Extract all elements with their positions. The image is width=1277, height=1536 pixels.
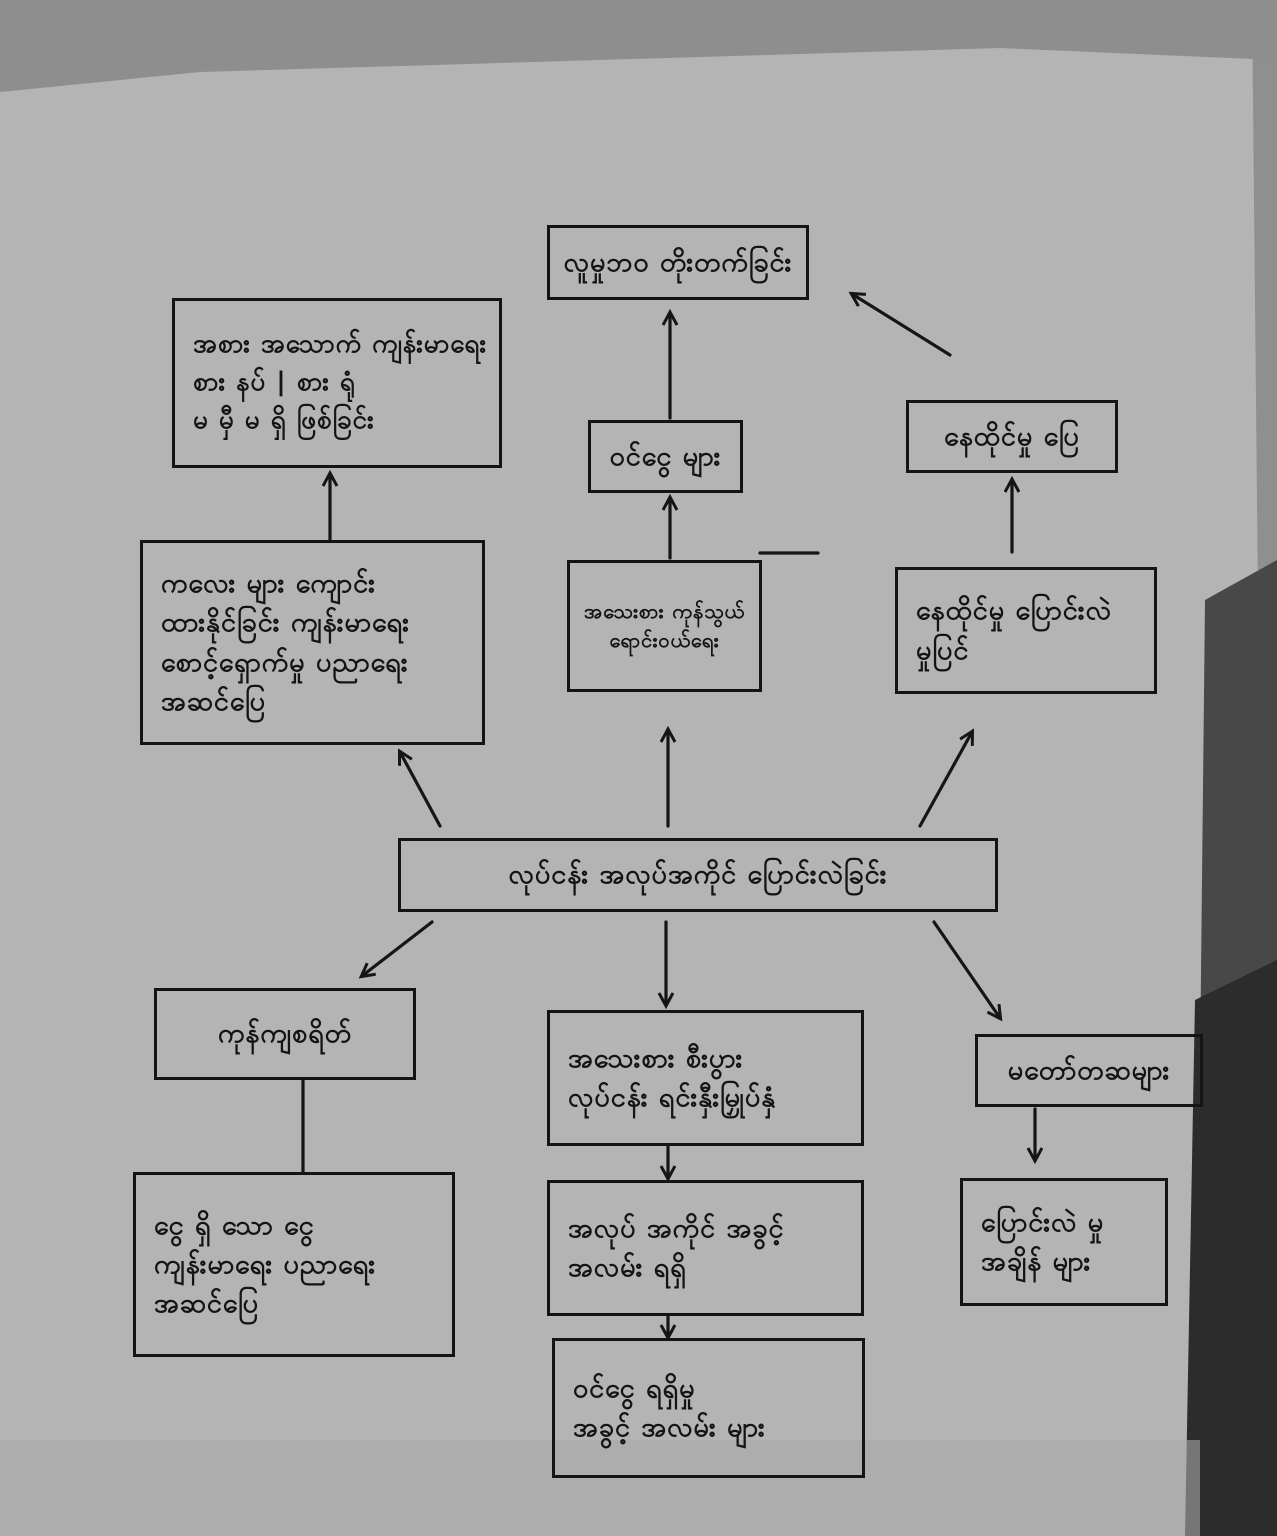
bottom-left-low-node: ငွေ ရှိ သော ငွေ ကျန်းမာရေး ပညာရေး အဆင်ပြ… (133, 1172, 455, 1357)
bottom-right-low-node: ပြောင်းလဲ မှု အချိန် များ (960, 1178, 1168, 1306)
top-center-mid-node-line-1: ဝင်ငွေ များ (609, 440, 722, 472)
bottom-center-low-node-line-2: အခွင့် အလမ်း များ (573, 1412, 766, 1443)
bottom-center-node-line-1: အသေးစား စီးပွား (568, 1042, 744, 1074)
bottom-center-node-line-2: လုပ်ငန်း ရင်းနှီးမြှုပ်နှံ (568, 1082, 777, 1113)
bottom-center-mid-node-line-1: အလုပ် အကိုင် အခွင့် (568, 1212, 785, 1244)
top-right-low-node: နေထိုင်မှု ပြောင်းလဲ မှုပြင် (895, 567, 1157, 694)
bottom-center-mid-node-line-2: အလမ်း ရရှိ (568, 1252, 687, 1283)
bottom-right-low-node-line-1: ပြောင်းလဲ မှု (981, 1206, 1105, 1238)
top-center-low-node-line-1: အသေးစား ကုန်သွယ် (583, 599, 746, 623)
top-center-mid-node: ဝင်ငွေ များ (588, 420, 743, 493)
top-left-node: ကလေး များ ကျောင်း ထားနိုင်ခြင်း ကျန်းမာရ… (140, 540, 485, 745)
top-left-node-line-1: ကလေး များ ကျောင်း (161, 568, 376, 600)
center-node-line-1: လုပ်ငန်း အလုပ်အကိုင် ပြောင်းလဲခြင်း (508, 859, 888, 891)
top-left-node-line-2: ထားနိုင်ခြင်း ကျန်းမာရေး (161, 607, 411, 639)
bottom-left-low-node-line-3: အဆင်ပြေ (154, 1288, 259, 1320)
top-left-upper-node-line-3: မ မှီ မ ရှိ ဖြစ်ခြင်း (193, 404, 375, 435)
bottom-right-node: မတော်တဆများ (975, 1034, 1203, 1107)
bottom-center-low-node: ဝင်ငွေ ရရှိမှု အခွင့် အလမ်း များ (552, 1338, 865, 1478)
bottom-left-low-node-line-1: ငွေ ရှိ သော ငွေ (154, 1209, 315, 1241)
top-center-node-line-1: လူမှုဘဝ တိုးတက်ခြင်း (563, 246, 793, 278)
bottom-left-node-line-1: ကုန်ကျစရိတ် (217, 1018, 353, 1050)
top-center-low-node-line-2: ရောင်းဝယ်ရေး (609, 628, 720, 652)
bottom-center-low-node-line-1: ဝင်ငွေ ရရှိမှု (573, 1372, 696, 1404)
bottom-right-low-node-line-2: အချိန် များ (981, 1246, 1092, 1277)
bottom-right-node-line-1: မတော်တဆများ (1007, 1054, 1171, 1086)
top-left-node-line-4: အဆင်ပြေ (161, 685, 266, 717)
top-left-upper-node: အစား အသောက် ကျန်းမာရေး စား နပ် | စား ရုံ… (172, 298, 502, 468)
top-center-low-node: အသေးစား ကုန်သွယ် ရောင်းဝယ်ရေး (567, 560, 762, 692)
top-left-node-line-3: စောင့်ရှောက်မှု ပညာရေး (161, 646, 409, 678)
top-center-node: လူမှုဘဝ တိုးတက်ခြင်း (547, 225, 809, 300)
top-left-upper-node-line-1: အစား အသောက် ကျန်းမာရေး (193, 329, 487, 360)
bottom-center-mid-node: အလုပ် အကိုင် အခွင့် အလမ်း ရရှိ (547, 1180, 864, 1316)
top-right-mid-node-line-1: နေထိုင်မှု ပြေ (944, 420, 1080, 452)
bottom-left-node: ကုန်ကျစရိတ် (154, 988, 416, 1080)
bottom-center-node: အသေးစား စီးပွား လုပ်ငန်း ရင်းနှီးမြှုပ်န… (547, 1010, 864, 1146)
center-node: လုပ်ငန်း အလုပ်အကိုင် ပြောင်းလဲခြင်း (398, 838, 998, 912)
top-right-low-node-line-1: နေထိုင်မှု ပြောင်းလဲ (916, 595, 1112, 627)
bottom-left-low-node-line-2: ကျန်းမာရေး ပညာရေး (154, 1248, 377, 1280)
top-left-upper-node-line-2: စား နပ် | စား ရုံ (193, 367, 356, 398)
top-right-low-node-line-2: မှုပြင် (916, 634, 970, 666)
top-right-mid-node: နေထိုင်မှု ပြေ (906, 400, 1118, 473)
